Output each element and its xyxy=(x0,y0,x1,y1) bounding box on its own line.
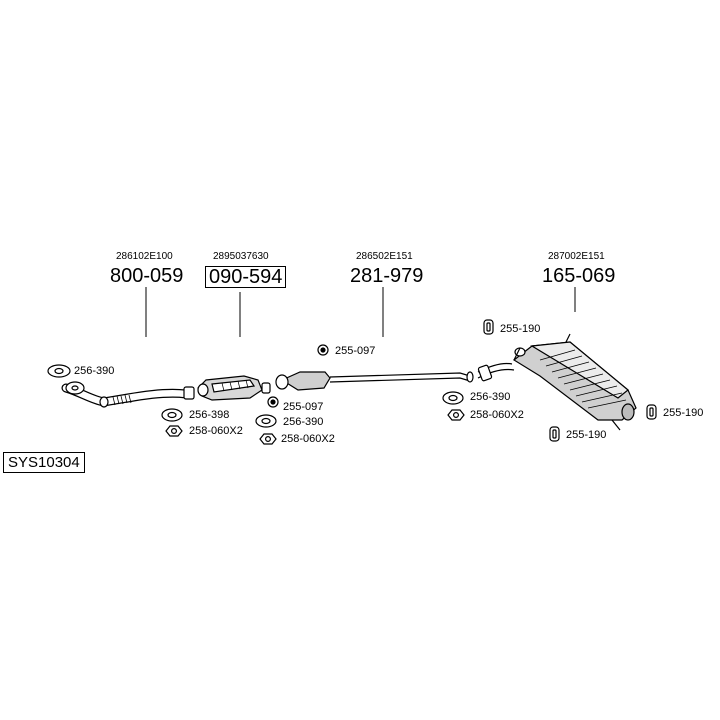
fitting-label-nut[interactable]: 258-060X2 xyxy=(189,425,243,437)
fitting-label-rubber-ring[interactable]: 255-097 xyxy=(283,401,324,413)
rear-silencer-165-069 xyxy=(477,333,637,431)
fitting-label-hanger[interactable]: 255-190 xyxy=(500,323,541,335)
oem-number-1: 286102E100 xyxy=(116,251,173,262)
part-number-090-594[interactable]: 090-594 xyxy=(205,266,287,288)
fitting-label-gasket[interactable]: 256-390 xyxy=(283,416,324,428)
oem-number-4: 287002E151 xyxy=(548,251,605,262)
centre-pipe-281-979 xyxy=(275,371,474,391)
fitting-label-nut[interactable]: 258-060X2 xyxy=(470,409,524,421)
part-number-800-059[interactable]: 800-059 xyxy=(110,265,184,287)
part-number-281-979[interactable]: 281-979 xyxy=(350,265,424,287)
oem-number-3: 286502E151 xyxy=(356,251,413,262)
front-pipe-800-059 xyxy=(61,381,195,408)
fitting-label-rubber-ring[interactable]: 255-097 xyxy=(335,345,376,357)
fitting-label-gasket[interactable]: 256-390 xyxy=(74,365,115,377)
part-number-165-069[interactable]: 165-069 xyxy=(542,265,616,287)
fitting-label-hanger[interactable]: 255-190 xyxy=(663,407,704,419)
fitting-label-gasket[interactable]: 256-398 xyxy=(189,409,230,421)
system-id-label: SYS10304 xyxy=(3,452,85,473)
catalytic-converter-090-594 xyxy=(197,375,271,401)
fitting-label-nut[interactable]: 258-060X2 xyxy=(281,433,335,445)
fitting-label-hanger[interactable]: 255-190 xyxy=(566,429,607,441)
oem-number-2: 2895037630 xyxy=(213,251,269,262)
fitting-label-gasket[interactable]: 256-390 xyxy=(470,391,511,403)
